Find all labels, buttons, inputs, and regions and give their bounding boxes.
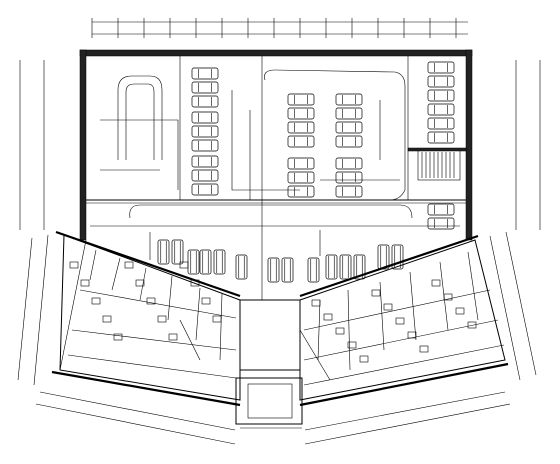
- left-wing: [51, 230, 241, 407]
- parking-car: [191, 95, 219, 108]
- parking-car: [287, 135, 315, 148]
- parking-car: [427, 117, 455, 130]
- entrance-block: [235, 299, 303, 429]
- parking-car: [335, 107, 363, 120]
- parking-car: [213, 249, 226, 275]
- parking-car: [307, 257, 320, 283]
- right-dimension-lines: [515, 60, 541, 230]
- parking-car: [187, 249, 200, 275]
- parking-car: [427, 89, 455, 102]
- parking-car: [267, 257, 280, 283]
- parking-car: [287, 185, 315, 198]
- parking-car: [427, 131, 455, 144]
- parking-car: [427, 75, 455, 88]
- parking-car: [191, 67, 219, 80]
- parking-car: [157, 239, 170, 265]
- parking-car: [427, 217, 455, 230]
- parking-car: [235, 254, 248, 280]
- parking-car: [191, 155, 219, 168]
- parking-car: [339, 254, 352, 280]
- parking-car: [335, 185, 363, 198]
- parking-car: [191, 169, 219, 182]
- parking-spaces: [157, 61, 455, 283]
- top-dimension-lines: [91, 18, 468, 38]
- parking-car: [335, 171, 363, 184]
- parking-car: [171, 239, 184, 265]
- parking-car: [427, 203, 455, 216]
- parking-car: [427, 103, 455, 116]
- parking-car: [191, 111, 219, 124]
- left-dimension-lines: [19, 60, 45, 230]
- parking-car: [325, 254, 338, 280]
- parking-car: [191, 139, 219, 152]
- parking-car: [335, 121, 363, 134]
- garage-interior-lines: [86, 56, 467, 300]
- parking-car: [199, 249, 212, 275]
- wing-dimension-lines: [17, 231, 537, 386]
- parking-car: [287, 171, 315, 184]
- parking-car: [287, 93, 315, 106]
- parking-car: [287, 157, 315, 170]
- parking-car: [287, 121, 315, 134]
- electrical-wiring: [90, 90, 460, 381]
- parking-car: [281, 257, 294, 283]
- parking-car: [287, 107, 315, 120]
- garage-outer-wall: [79, 49, 473, 241]
- parking-car: [191, 125, 219, 138]
- bottom-dimension-lines: [35, 391, 511, 445]
- parking-car: [335, 135, 363, 148]
- parking-car: [335, 93, 363, 106]
- parking-car: [191, 183, 219, 196]
- parking-car: [427, 61, 455, 74]
- parking-car: [335, 157, 363, 170]
- parking-car: [191, 81, 219, 94]
